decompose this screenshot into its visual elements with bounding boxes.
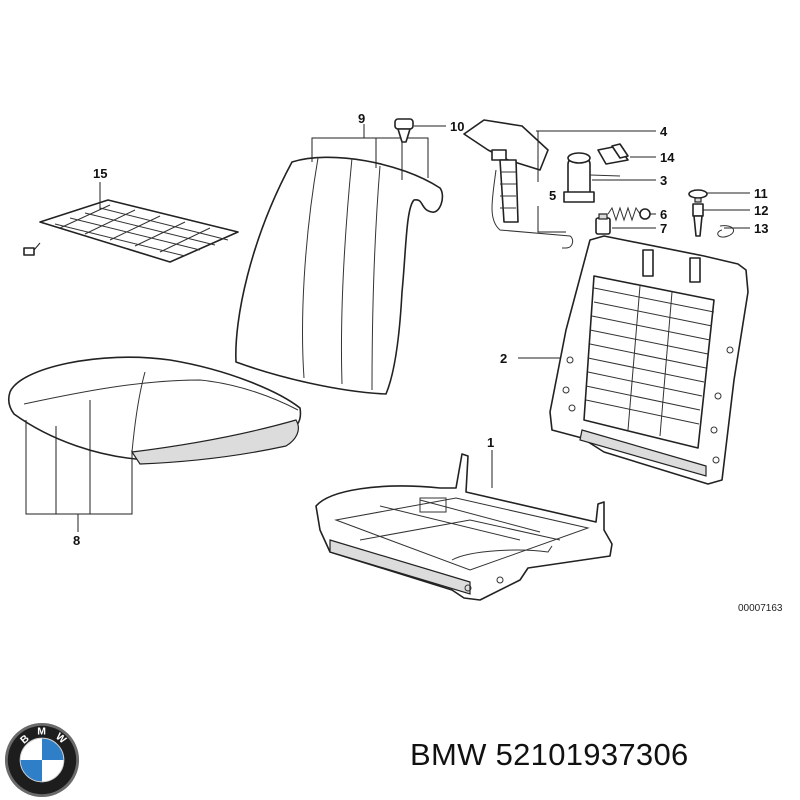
- callout-2: 2: [500, 351, 507, 366]
- callout-1: 1: [487, 435, 494, 450]
- cover-clip: [394, 118, 414, 180]
- height-motor: [563, 152, 621, 203]
- callout-15: 15: [93, 166, 107, 181]
- backrest-frame: [549, 235, 749, 485]
- adjuster-switch: [595, 213, 611, 235]
- callout-8: 8: [73, 533, 80, 548]
- callout-9: 9: [358, 111, 365, 126]
- motor-mount-bracket: [597, 143, 629, 165]
- callout-7: 7: [660, 221, 667, 236]
- diagram-reference-number: 00007163: [738, 603, 783, 614]
- callout-14: 14: [660, 150, 675, 165]
- height-adjuster-bracket: [463, 119, 574, 249]
- callout-4: 4: [660, 124, 668, 139]
- headrest-guide-parts: [688, 189, 735, 238]
- backrest-cover: [235, 156, 444, 395]
- adjuster-screw: [607, 206, 651, 222]
- callout-6: 6: [660, 207, 667, 222]
- callout-10: 10: [450, 119, 464, 134]
- callout-3: 3: [660, 173, 667, 188]
- bmw-logo-icon: B M W: [4, 722, 80, 798]
- svg-text:M: M: [37, 726, 46, 737]
- callout-13: 13: [754, 221, 768, 236]
- callout-5: 5: [549, 188, 556, 203]
- part-number-caption: BMW 52101937306: [410, 737, 689, 772]
- heating-mat: [23, 199, 239, 263]
- callout-12: 12: [754, 203, 768, 218]
- seat-base-frame: [315, 453, 613, 601]
- callout-11: 11: [754, 186, 768, 201]
- seat-cushion: [8, 356, 302, 465]
